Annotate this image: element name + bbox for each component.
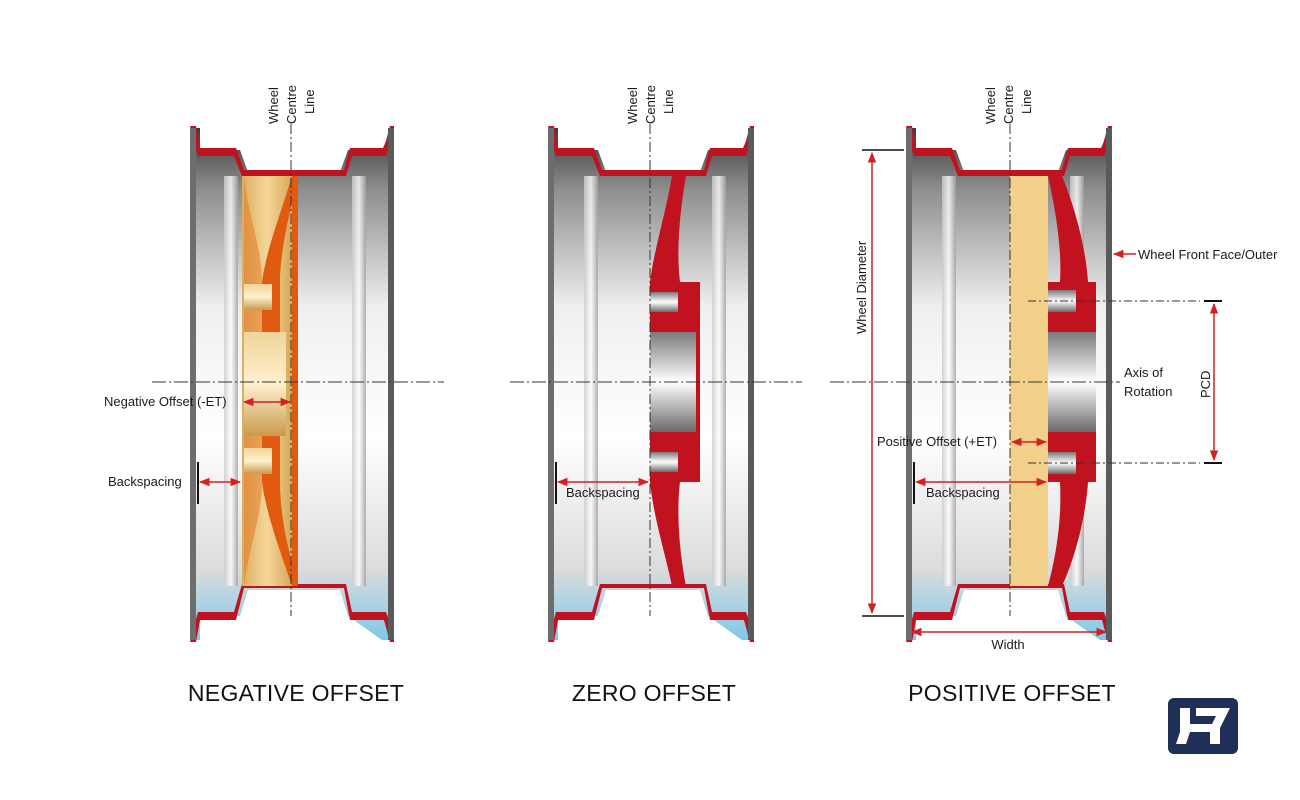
brand-logo-icon (1168, 698, 1238, 754)
wheel-positive-offset (830, 124, 1222, 642)
front-face-label: Wheel Front Face/Outer (1138, 247, 1278, 262)
centre-line-label-3c: Line (1019, 89, 1034, 114)
centre-line-label-3b: Centre (1001, 85, 1016, 124)
rim-profile-top (190, 126, 394, 176)
centre-line-label-3a: Wheel (983, 87, 998, 124)
centre-line-label-1a: Wheel (266, 87, 281, 124)
rim-profile-bottom (548, 584, 754, 642)
axis-of-rotation-label-a: Axis of (1124, 365, 1163, 380)
rim-body (906, 128, 1110, 640)
width-label: Width (991, 637, 1024, 652)
offset-band (1010, 176, 1048, 586)
title-zero-offset: ZERO OFFSET (572, 680, 736, 706)
centre-line-label-2b: Centre (643, 85, 658, 124)
backspacing-label-3: Backspacing (926, 485, 1000, 500)
title-negative-offset: NEGATIVE OFFSET (188, 680, 404, 706)
title-positive-offset: POSITIVE OFFSET (908, 680, 1116, 706)
backspacing-label-2: Backspacing (566, 485, 640, 500)
rim-profile-bottom (906, 584, 1112, 642)
backspacing-label-1: Backspacing (108, 474, 182, 489)
positive-offset-label: Positive Offset (+ET) (877, 434, 997, 449)
rim-profile-bottom (190, 584, 394, 642)
wheel-diameter-label: Wheel Diameter (854, 240, 869, 334)
rim-profile-top (548, 126, 754, 176)
rim-profile-top (906, 126, 1112, 176)
pcd-label: PCD (1198, 371, 1213, 398)
centre-line-label-1c: Line (302, 89, 317, 114)
centre-line-label-2a: Wheel (625, 87, 640, 124)
centre-line-label-1b: Centre (284, 85, 299, 124)
centre-line-label-2c: Line (661, 89, 676, 114)
wheel-negative-offset (152, 124, 444, 642)
wheel-zero-offset (510, 124, 802, 642)
negative-offset-label: Negative Offset (-ET) (104, 394, 227, 409)
axis-of-rotation-label-b: Rotation (1124, 384, 1172, 399)
